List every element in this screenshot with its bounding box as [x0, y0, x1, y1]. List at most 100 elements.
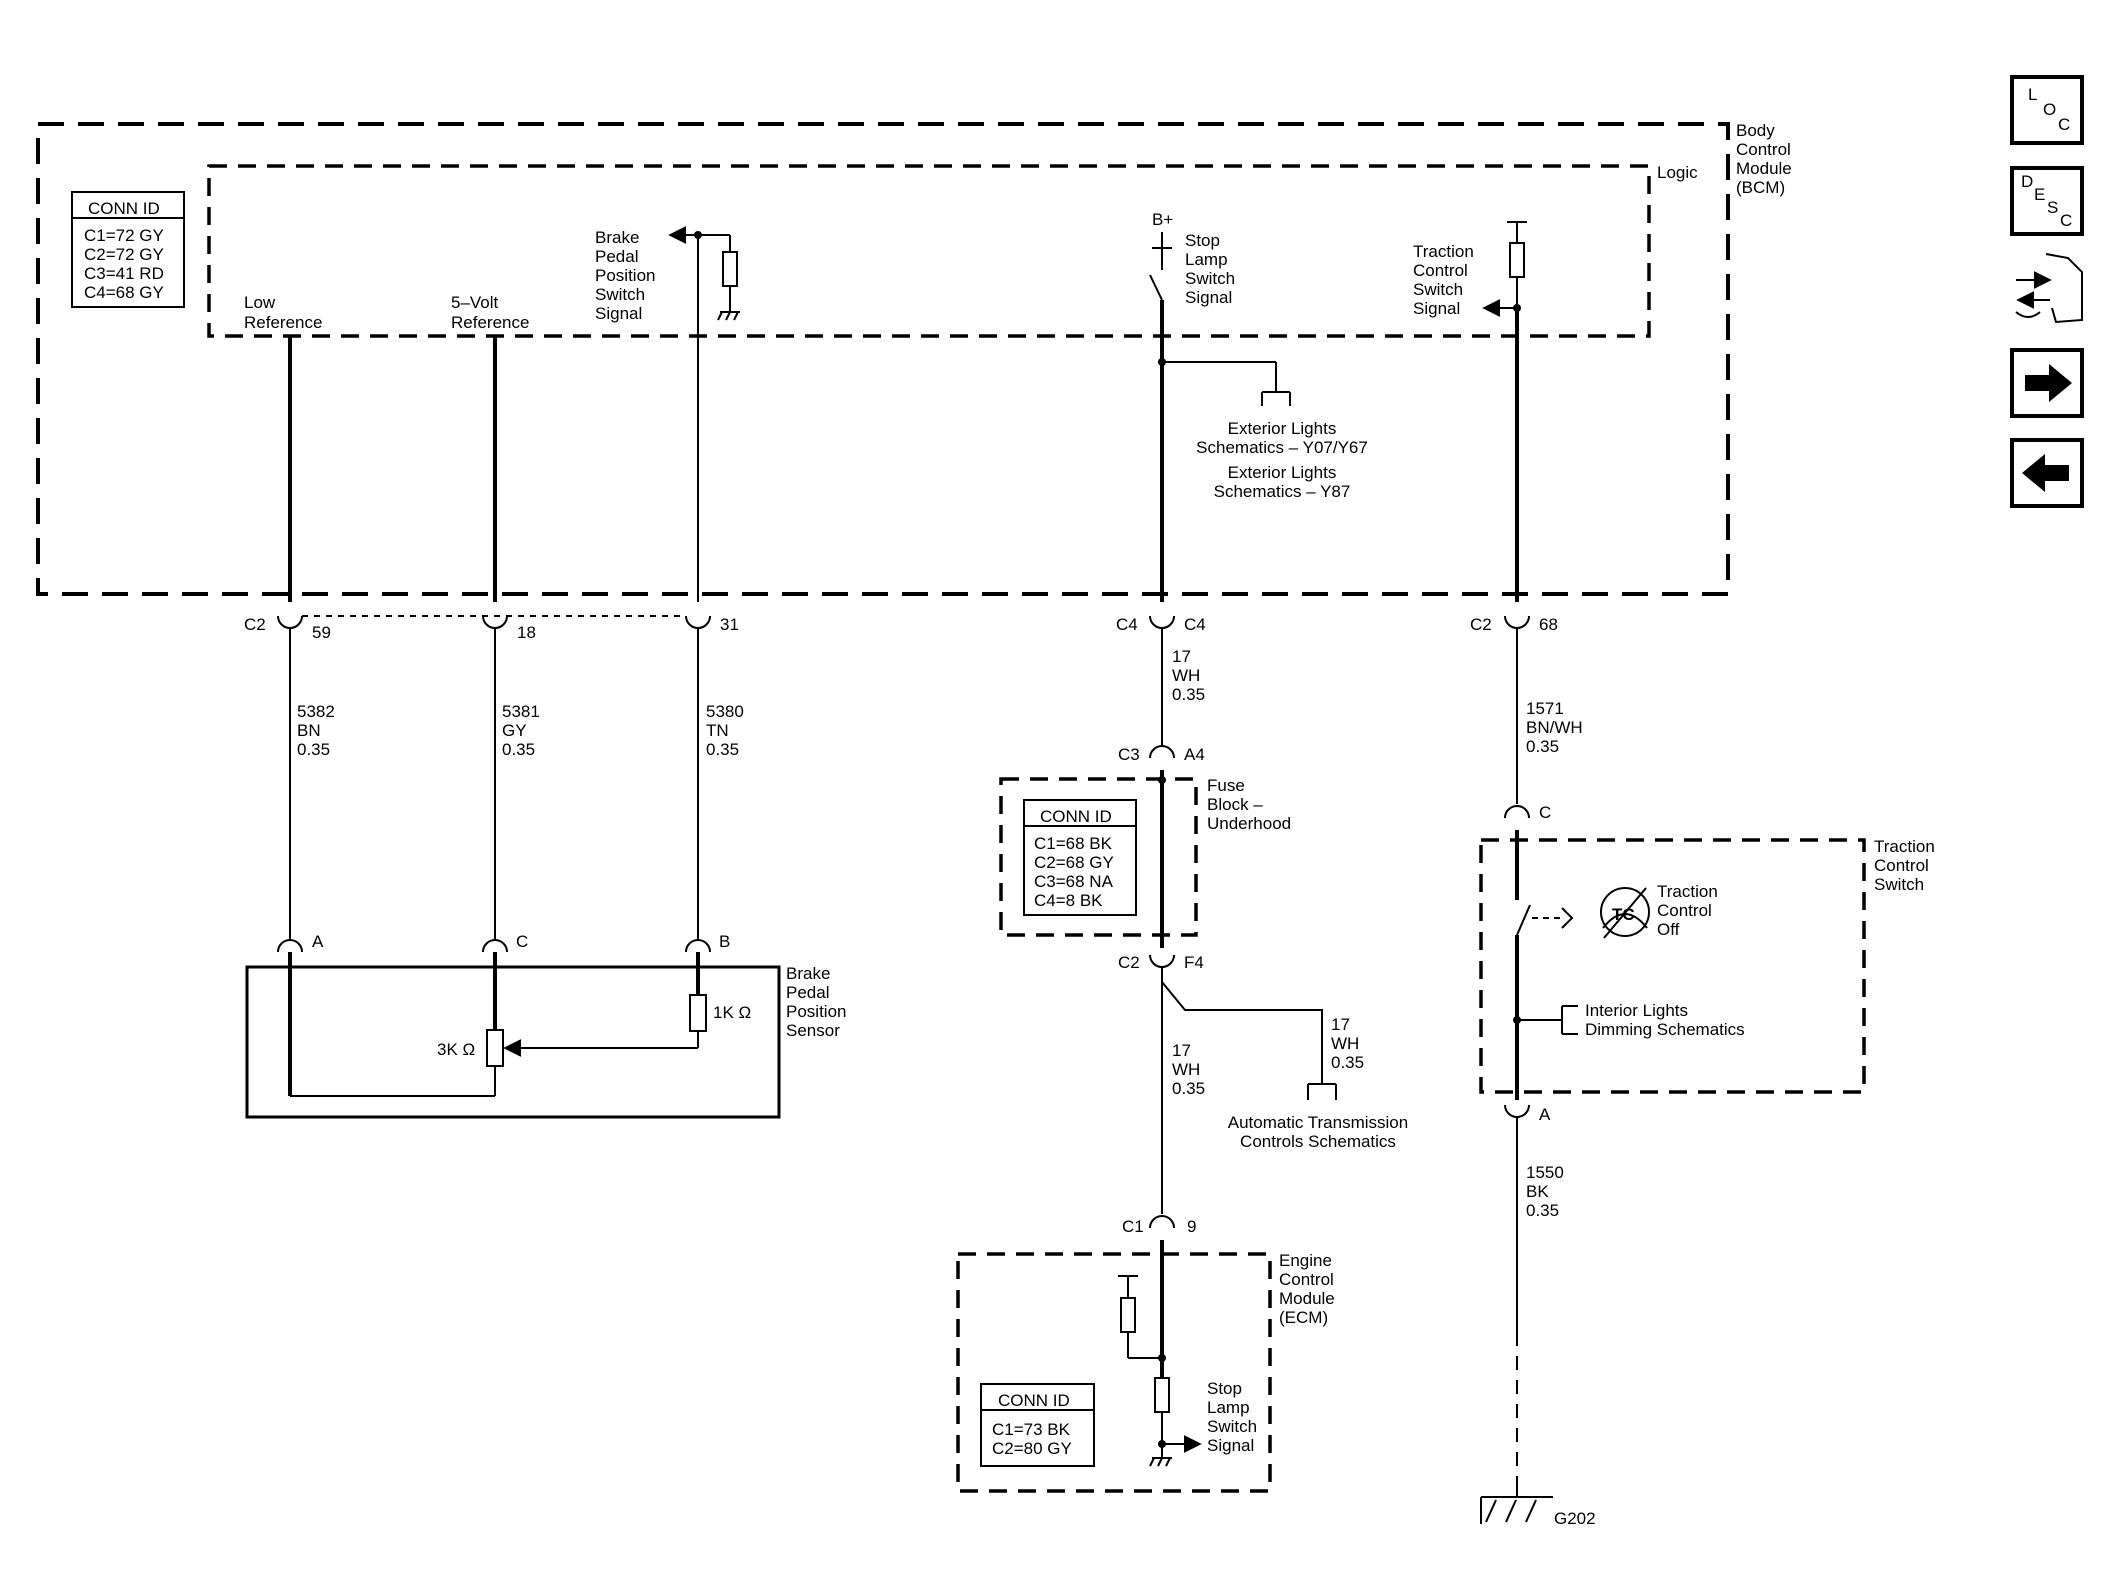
- connector-c2-f4: C2 F4: [1118, 953, 1204, 972]
- five-volt-reference-label: 5–Volt Reference: [451, 293, 529, 332]
- svg-text:Control: Control: [1279, 1270, 1334, 1289]
- svg-text:C3: C3: [1118, 745, 1140, 764]
- fuse-block-label: Fuse Block – Underhood: [1207, 776, 1291, 833]
- svg-text:C4=8 BK: C4=8 BK: [1034, 891, 1103, 910]
- svg-text:Signal: Signal: [1185, 288, 1232, 307]
- bpp-sensor-internal: 3K Ω 1K Ω: [288, 952, 751, 1097]
- auto-trans-branch: [1161, 981, 1337, 1100]
- svg-text:C: C: [2060, 211, 2072, 230]
- svg-text:Control: Control: [1736, 140, 1791, 159]
- low-reference-label: Low Reference: [244, 293, 322, 332]
- svg-text:Pedal: Pedal: [786, 983, 829, 1002]
- svg-text:B+: B+: [1152, 210, 1173, 229]
- switch-contact-icon: [1149, 274, 1163, 301]
- svg-text:Engine: Engine: [1279, 1251, 1332, 1270]
- svg-text:Switch: Switch: [1207, 1417, 1257, 1436]
- svg-text:0.35: 0.35: [1526, 737, 1559, 756]
- svg-text:C2=68 GY: C2=68 GY: [1034, 853, 1114, 872]
- bpp-sensor-label: Brake Pedal Position Sensor: [786, 964, 846, 1040]
- sensor-connector-a: A: [277, 932, 324, 953]
- svg-text:Controls Schematics: Controls Schematics: [1240, 1132, 1396, 1151]
- wire-5382-label: 5382 BN 0.35: [297, 702, 335, 759]
- svg-text:18: 18: [517, 623, 536, 642]
- svg-text:CONN ID: CONN ID: [998, 1391, 1070, 1410]
- svg-text:Lamp: Lamp: [1207, 1398, 1250, 1417]
- previous-page-button[interactable]: [2010, 438, 2084, 508]
- svg-text:Signal: Signal: [1413, 299, 1460, 318]
- ecm-conn-id-table: CONN ID C1=73 BK C2=80 GY: [980, 1383, 1095, 1467]
- splice-dot: [1158, 776, 1166, 784]
- wire-5380-label: 5380 TN 0.35: [706, 702, 744, 759]
- logic-label: Logic: [1657, 163, 1698, 182]
- svg-text:Pedal: Pedal: [595, 247, 638, 266]
- svg-text:Traction: Traction: [1874, 837, 1935, 856]
- svg-text:17: 17: [1331, 1015, 1350, 1034]
- svg-text:Low: Low: [244, 293, 276, 312]
- desc-button[interactable]: D E S C: [2010, 166, 2084, 236]
- svg-text:Stop: Stop: [1207, 1379, 1242, 1398]
- svg-text:B: B: [719, 932, 730, 951]
- resistor-icon: [1154, 1377, 1170, 1413]
- svg-text:Switch: Switch: [595, 285, 645, 304]
- tc-pullup-circuit: [1482, 221, 1527, 317]
- svg-text:C1=73 BK: C1=73 BK: [992, 1420, 1071, 1439]
- connector-c4-c4: C4 C4: [1116, 615, 1206, 634]
- ecm-label: Engine Control Module (ECM): [1279, 1251, 1335, 1327]
- svg-text:O: O: [2043, 100, 2056, 119]
- traction-switch-boundary: [1479, 838, 1866, 1094]
- svg-text:Module: Module: [1279, 1289, 1335, 1308]
- svg-text:CONN ID: CONN ID: [88, 199, 160, 218]
- loc-button[interactable]: L O C: [2010, 75, 2084, 145]
- next-page-button[interactable]: [2010, 348, 2084, 418]
- svg-text:S: S: [2047, 198, 2058, 217]
- wire-1550-label: 1550 BK 0.35: [1526, 1163, 1564, 1220]
- svg-text:0.35: 0.35: [1172, 1079, 1205, 1098]
- svg-text:Control: Control: [1413, 261, 1468, 280]
- bpp-switch-signal-label: Brake Pedal Position Switch Signal: [595, 228, 655, 323]
- connector-c3-a4: C3 A4: [1118, 745, 1205, 764]
- svg-text:C3=68 NA: C3=68 NA: [1034, 872, 1114, 891]
- traction-switch-label: Traction Control Switch: [1874, 837, 1935, 894]
- svg-text:C4: C4: [1184, 615, 1206, 634]
- connector-c2-31: 31: [685, 615, 739, 634]
- svg-text:Traction: Traction: [1413, 242, 1474, 261]
- svg-text:59: 59: [312, 623, 331, 642]
- interior-lights-label: Interior Lights Dimming Schematics: [1585, 1001, 1745, 1039]
- connector-c2-18: 18: [482, 615, 536, 642]
- svg-text:Switch: Switch: [1874, 875, 1924, 894]
- exterior-lights-branch: [1158, 358, 1291, 406]
- svg-text:BN: BN: [297, 721, 321, 740]
- svg-text:Module: Module: [1736, 159, 1792, 178]
- svg-text:0.35: 0.35: [1172, 685, 1205, 704]
- svg-text:Dimming Schematics: Dimming Schematics: [1585, 1020, 1745, 1039]
- svg-text:Position: Position: [786, 1002, 846, 1021]
- svg-text:1571: 1571: [1526, 699, 1564, 718]
- connector-c2-68: C2 68: [1470, 615, 1558, 634]
- svg-text:0.35: 0.35: [1331, 1053, 1364, 1072]
- svg-text:Off: Off: [1657, 920, 1680, 939]
- svg-text:Automatic Transmission: Automatic Transmission: [1228, 1113, 1408, 1132]
- svg-text:Interior Lights: Interior Lights: [1585, 1001, 1688, 1020]
- arrow-right-icon: [2025, 364, 2072, 402]
- svg-text:Reference: Reference: [244, 313, 322, 332]
- svg-text:BK: BK: [1526, 1182, 1549, 1201]
- svg-text:WH: WH: [1331, 1034, 1359, 1053]
- svg-text:0.35: 0.35: [706, 740, 739, 759]
- stop-lamp-switch-label: B+ Stop Lamp Switch Signal: [1152, 210, 1235, 307]
- svg-text:Block –: Block –: [1207, 795, 1263, 814]
- svg-text:0.35: 0.35: [1526, 1201, 1559, 1220]
- connector-c1-9: C1 9: [1122, 1215, 1196, 1236]
- svg-text:31: 31: [720, 615, 739, 634]
- auto-trans-label: Automatic Transmission Controls Schemati…: [1228, 1113, 1408, 1151]
- ground-g202-icon: [1480, 1480, 1553, 1524]
- connector-view-button[interactable]: [2015, 253, 2083, 324]
- svg-text:Position: Position: [595, 266, 655, 285]
- connector-c2-59: C2 59: [244, 615, 331, 642]
- resistor-icon: [1120, 1297, 1136, 1333]
- svg-text:Schematics – Y87: Schematics – Y87: [1214, 482, 1351, 501]
- svg-text:5381: 5381: [502, 702, 540, 721]
- svg-text:Body: Body: [1736, 121, 1775, 140]
- bcm-conn-id-table: CONN ID C1=72 GY C2=72 GY C3=41 RD C4=68…: [71, 191, 185, 308]
- svg-text:CONN ID: CONN ID: [1040, 807, 1112, 826]
- traction-control-off-icon: TC: [1600, 887, 1650, 939]
